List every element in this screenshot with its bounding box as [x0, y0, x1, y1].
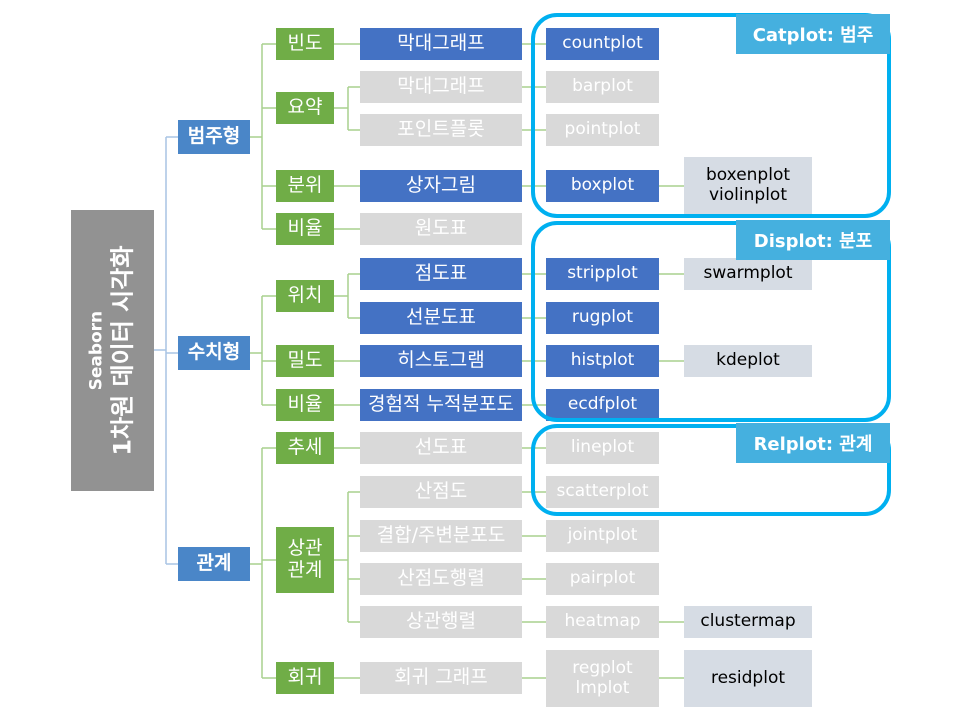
- related-function-node: residplot: [684, 650, 812, 707]
- related-function-node: boxenplot violinplot: [684, 157, 812, 214]
- function-node: regplot lmplot: [546, 650, 659, 707]
- displot-group-frame: [531, 221, 891, 422]
- category-node: 수치형: [178, 336, 250, 370]
- chart-type-node: 점도표: [360, 258, 522, 290]
- chart-type-node: 회귀 그래프: [360, 662, 522, 694]
- function-node: histplot: [546, 345, 659, 377]
- chart-type-node: 막대그래프: [360, 28, 522, 60]
- function-node: rugplot: [546, 302, 659, 334]
- subcategory-node: 비율: [276, 389, 334, 421]
- root-node: Seaborn 1차원 데이터 시각화: [71, 210, 154, 491]
- chart-type-node: 산점도행렬: [360, 563, 522, 595]
- function-node: pointplot: [546, 114, 659, 146]
- category-node: 범주형: [178, 120, 250, 154]
- chart-type-node: 원도표: [360, 213, 522, 245]
- function-node: countplot: [546, 28, 659, 60]
- chart-type-node: 산점도: [360, 476, 522, 508]
- function-node: heatmap: [546, 606, 659, 638]
- subcategory-node: 위치: [276, 280, 334, 312]
- chart-type-node: 선도표: [360, 432, 522, 464]
- function-node: scatterplot: [546, 476, 659, 508]
- related-function-node: swarmplot: [684, 258, 812, 290]
- subcategory-node: 비율: [276, 213, 334, 245]
- chart-type-node: 상관행렬: [360, 606, 522, 638]
- root-title: Seaborn: [86, 310, 107, 391]
- chart-type-node: 상자그림: [360, 170, 522, 202]
- function-node: pairplot: [546, 563, 659, 595]
- function-node: jointplot: [546, 520, 659, 552]
- chart-type-node: 히스토그램: [360, 345, 522, 377]
- function-node: barplot: [546, 71, 659, 103]
- catplot-group-label: Catplot: 범주: [736, 14, 890, 54]
- displot-group-label: Displot: 분포: [736, 220, 890, 260]
- subcategory-node: 상관 관계: [276, 527, 334, 593]
- relplot-group-label: Relplot: 관계: [736, 423, 890, 463]
- relplot-group-frame: [531, 424, 891, 516]
- root-subtitle: 1차원 데이터 시각화: [109, 245, 138, 456]
- subcategory-node: 회귀: [276, 662, 334, 694]
- related-function-node: kdeplot: [684, 345, 812, 377]
- function-node: boxplot: [546, 170, 659, 202]
- chart-type-node: 막대그래프: [360, 71, 522, 103]
- subcategory-node: 추세: [276, 432, 334, 464]
- subcategory-node: 분위: [276, 170, 334, 202]
- function-node: ecdfplot: [546, 389, 659, 421]
- function-node: lineplot: [546, 432, 659, 464]
- function-node: stripplot: [546, 258, 659, 290]
- catplot-group-frame: [531, 13, 891, 218]
- subcategory-node: 밀도: [276, 345, 334, 377]
- chart-type-node: 결합/주변분포도: [360, 520, 522, 552]
- chart-type-node: 선분도표: [360, 302, 522, 334]
- chart-type-node: 포인트플롯: [360, 114, 522, 146]
- subcategory-node: 빈도: [276, 28, 334, 60]
- chart-type-node: 경험적 누적분포도: [360, 389, 522, 421]
- subcategory-node: 요약: [276, 92, 334, 124]
- category-node: 관계: [178, 547, 250, 581]
- related-function-node: clustermap: [684, 606, 812, 638]
